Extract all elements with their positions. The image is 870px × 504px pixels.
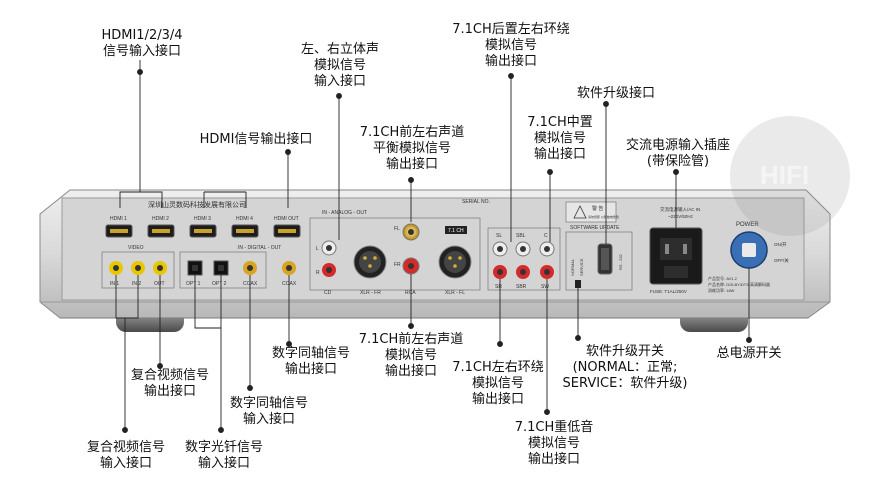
callout-coax-out: 数字同轴信号输出接口 [271, 346, 350, 377]
callout-power-switch: 总电源开关 [716, 346, 782, 361]
digital-section-label: IN - DIGITAL - OUT [238, 245, 281, 251]
analog-label-cd: CD [324, 290, 332, 296]
product-line-3: 消耗功率: 18W [708, 287, 735, 293]
callout-center-out: 7.1CH中置模拟信号输出接口 [527, 115, 593, 162]
warning-icon [573, 205, 587, 219]
rs232-port[interactable] [597, 243, 613, 275]
cd-left-label: L [316, 246, 319, 252]
video-out-jack[interactable] [153, 261, 167, 275]
optical-in-2-port[interactable] [213, 260, 229, 276]
coax-out-jack[interactable] [282, 261, 296, 275]
ac-in-label: 交流电源输入/AC IN [660, 206, 700, 213]
ac-voltage-label: ~220V/50Hz [668, 214, 694, 219]
analog-label-xlr-fl: XLR - FL [445, 290, 465, 296]
warning-title: 警 告 [592, 205, 603, 212]
sl-label: SL [496, 233, 502, 239]
sbl-label: SBL [516, 233, 526, 239]
fuse-label: FUSE: T1AL/250V [650, 289, 687, 294]
channel-badge: 7.1 CH [448, 228, 464, 234]
sbr-label: SBR [516, 284, 527, 290]
sw-label: SW [541, 284, 549, 290]
hdmi-label-4: HDMI 4 [236, 216, 253, 222]
callout-analog-in: 左、右立体声模拟信号输入接口 [300, 42, 379, 89]
product-line-1: 产品型号: AV1.2 [708, 275, 738, 281]
video-in-2-jack[interactable] [131, 261, 145, 275]
hdmi-label-1: HDMI 1 [110, 216, 127, 222]
software-update-label: SOFTWARE UPDATE [570, 225, 620, 231]
video-label-in2: IN 2 [132, 281, 141, 287]
hdmi-port-3[interactable] [189, 224, 217, 238]
cd-in-left-jack[interactable] [321, 240, 337, 256]
analog-section-label: IN - ANALOG - OUT [322, 210, 367, 216]
coax-in-jack[interactable] [243, 261, 257, 275]
power-label: POWER [736, 222, 759, 228]
c-label: C [544, 233, 548, 239]
callout-front-out: 7.1CH前左右声道模拟信号输出接口 [358, 332, 464, 379]
callout-rear-surround: 7.1CH后置左右环绕模拟信号输出接口 [452, 22, 570, 69]
brand-logo-text: 深圳山灵数码科技发展有限公司 [148, 200, 246, 209]
callout-software-port: 软件升级接口 [576, 86, 655, 101]
video-section-label: VIDEO [128, 245, 144, 251]
video-in-1-jack[interactable] [109, 261, 123, 275]
cd-right-label: R [316, 270, 320, 276]
callout-surround-out: 7.1CH左右环绕模拟信号输出接口 [452, 360, 544, 407]
power-on-label: ON/开 [774, 242, 787, 248]
callout-balanced-out: 7.1CH前左右声道平衡模拟信号输出接口 [359, 125, 465, 172]
video-label-in1: IN 1 [110, 281, 119, 287]
xlr-fr-port[interactable] [353, 245, 387, 279]
callout-coax-in: 数字同轴信号输入接口 [229, 396, 308, 427]
hdmi-port-1[interactable] [105, 224, 133, 238]
callout-video-out: 复合视频信号输出接口 [130, 368, 209, 399]
hdmi-label-out: HDMI OUT [274, 216, 299, 222]
sr-out-jack[interactable] [493, 265, 507, 279]
hdmi-port-4[interactable] [231, 224, 259, 238]
warning-subtitle: 请勿拆卸 以防触电危险 [588, 214, 619, 219]
watermark-text: HIFI [760, 160, 809, 190]
callout-sub-out: 7.1CH重低音模拟信号输出接口 [514, 420, 594, 467]
sl-out-jack[interactable] [492, 241, 508, 257]
serial-label: SERIAL NO. [462, 199, 490, 205]
hdmi-port-2[interactable] [147, 224, 175, 238]
xlr-fl-port[interactable] [438, 245, 472, 279]
digital-label-opt1: OPT 1 [186, 281, 201, 287]
video-label-out: OUT [154, 281, 165, 287]
rs232-label: RS - 232 [618, 253, 623, 270]
sbl-out-jack[interactable] [515, 241, 531, 257]
callout-hdmi-out: HDMI信号输出接口 [199, 132, 313, 147]
fl-label: FL [394, 226, 400, 232]
rca-fr-jack[interactable] [402, 257, 420, 275]
cd-in-right-jack[interactable] [322, 263, 336, 277]
analog-label-xlr-fr: XLR - FR [360, 290, 381, 296]
fr-label: FR [394, 262, 401, 268]
hdmi-label-3: HDMI 3 [194, 216, 211, 222]
normal-label: NORMAL [570, 258, 575, 276]
digital-label-opt2: OPT 2 [212, 281, 227, 287]
callout-optical-in: 数字光钎信号输入接口 [184, 440, 263, 471]
callout-ac-socket: 交流电源输入插座(带保险管) [625, 138, 730, 169]
optical-in-1-port[interactable] [187, 260, 203, 276]
sbr-out-jack[interactable] [516, 265, 530, 279]
rca-fl-jack[interactable] [402, 223, 420, 241]
hdmi-port-out[interactable] [273, 224, 301, 238]
sw-out-jack[interactable] [540, 265, 554, 279]
center-out-jack[interactable] [539, 241, 555, 257]
normal-service-switch[interactable] [575, 280, 581, 288]
hdmi-label-2: HDMI 2 [152, 216, 169, 222]
product-line-2: 产品名称: DOLBY/DTS 高清解码器 [708, 281, 770, 287]
watermark-seal [730, 116, 850, 236]
ac-inlet-socket[interactable] [649, 227, 703, 285]
callout-software-switch: 软件升级开关(NORMAL：正常;SERVICE：软件升级) [562, 344, 688, 391]
power-off-label: OFF/关 [774, 257, 789, 264]
service-label: SERVICE [579, 258, 584, 276]
power-switch[interactable] [730, 231, 768, 269]
sr-label: SR [495, 284, 502, 290]
callout-video-in: 复合视频信号输入接口 [86, 440, 165, 471]
